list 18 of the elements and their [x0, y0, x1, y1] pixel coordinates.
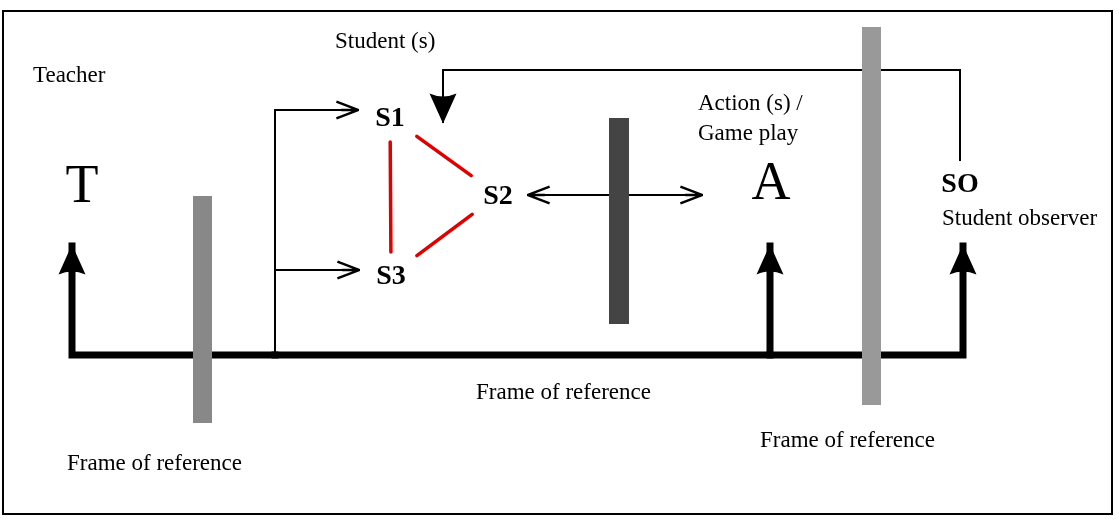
connector-line	[415, 212, 474, 258]
node-label: S2	[472, 178, 524, 212]
bar-caption: Frame of reference	[476, 378, 651, 406]
bar-caption: Frame of reference	[67, 449, 242, 477]
node-label: SO	[928, 166, 992, 200]
connector-line	[388, 140, 393, 254]
node-label: T	[60, 158, 104, 210]
role-label: Action (s) / Game play	[698, 89, 804, 147]
node-label: S3	[365, 258, 417, 292]
group-label: Student (s)	[335, 27, 436, 55]
arrow	[274, 260, 361, 280]
node-label: A	[742, 156, 800, 206]
arrow	[526, 185, 704, 205]
role-label: Teacher	[33, 61, 106, 89]
connector-line	[415, 134, 473, 178]
role-label: Student observer	[942, 204, 1098, 232]
bar-caption: Frame of reference	[760, 426, 935, 454]
node-label: S1	[364, 100, 416, 134]
